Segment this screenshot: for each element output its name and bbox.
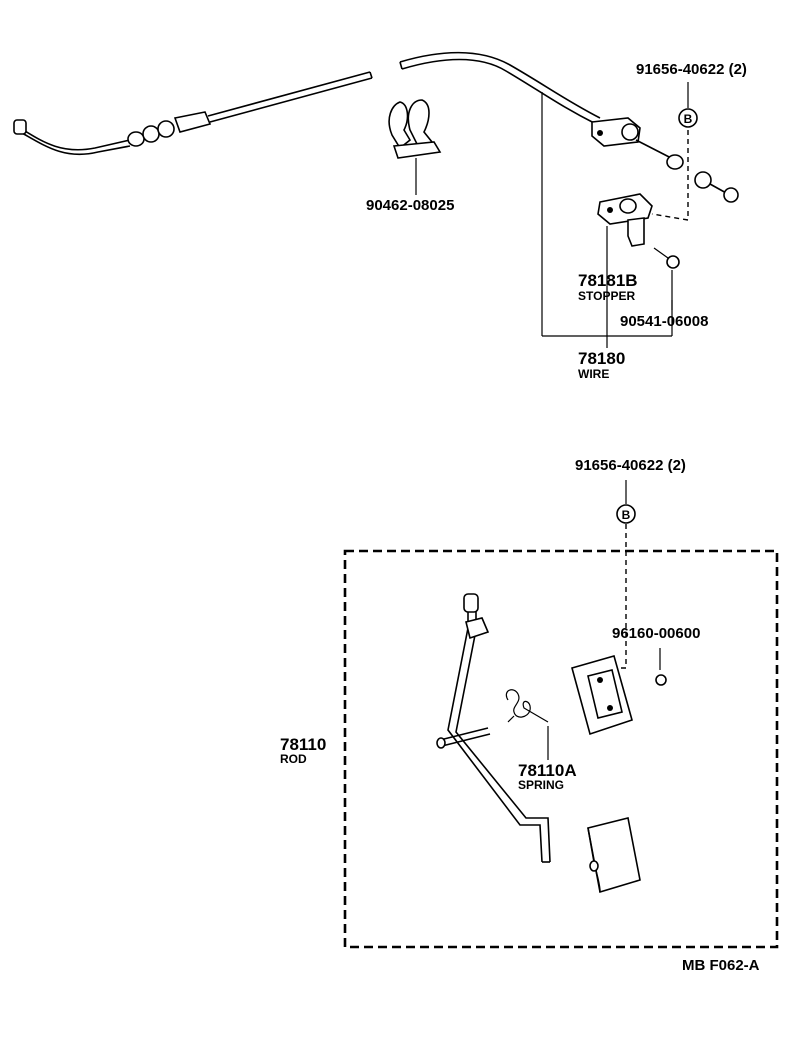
rod-assembly-box [343,549,779,949]
b-marker-top: B [678,108,698,128]
nut-part [655,674,667,686]
stopper-part [597,193,653,247]
screw-part [653,247,680,269]
label-stopper-name: STOPPER [578,289,635,303]
rod-part [436,593,551,863]
pedal-pad-part [587,817,641,894]
b-marker-bottom-text: B [622,508,631,522]
cable-left-assembly [13,71,373,156]
label-bolt-bottom: 91656-40622 (2) [575,457,686,474]
label-stopper-number: 78181B [578,271,638,290]
label-clip: 90462-08025 [366,197,454,214]
label-wire-name: WIRE [578,367,609,381]
label-bolt-top: 91656-40622 (2) [636,61,747,78]
label-rod-number: 78110 [280,735,326,754]
leader-lines-top [415,82,689,348]
pedal-holder-part [571,655,633,736]
spring-part [505,689,549,723]
label-spring-number: 78110A [518,761,577,780]
label-rod-name: ROD [280,752,307,766]
b-marker-top-text: B [684,112,693,126]
label-spring-name: SPRING [518,778,564,792]
cable-right-assembly [399,51,739,203]
clip-part [388,99,442,159]
b-marker-bottom: B [616,504,636,524]
figure-code: MB F062-A [682,957,760,974]
label-wire-number: 78180 [578,349,625,368]
label-nut: 96160-00600 [612,625,700,642]
label-screw: 90541-06008 [620,313,708,330]
